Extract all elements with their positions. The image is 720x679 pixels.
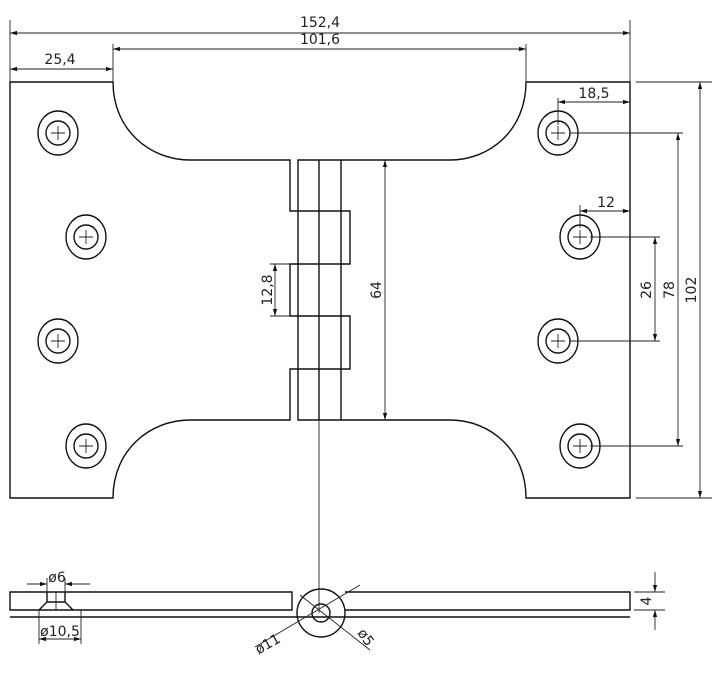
dim-label: ø10,5 (40, 624, 80, 640)
dim-hole-spacing-inner: 26 (639, 237, 658, 341)
dim-thickness: 4 (634, 572, 665, 630)
dim-label: 12,8 (260, 274, 276, 305)
screw-hole-icon (37, 110, 79, 156)
dim-label: 12 (597, 195, 615, 211)
dim-label: 78 (662, 281, 678, 299)
side-view-left-leaf (9, 591, 293, 611)
dim-label: 64 (369, 281, 385, 299)
leader-pin (299, 594, 371, 651)
screw-hole-icon (65, 214, 107, 260)
right-leaf-outline (297, 81, 631, 499)
knuckle-circle (296, 588, 346, 638)
leader-knuckle (254, 584, 361, 648)
side-view-right-leaf (345, 591, 631, 611)
dim-pin-diameter: ø5 (354, 626, 377, 649)
dim-label: 25,4 (44, 52, 75, 68)
dim-label: 152,4 (300, 15, 340, 31)
dim-label: ø6 (48, 570, 66, 586)
dim-knuckle-segment: 12,8 (260, 263, 290, 317)
screw-hole-icon (65, 423, 107, 469)
dim-hole-spacing-outer: 78 (662, 133, 681, 446)
dim-label: 101,6 (300, 32, 340, 48)
dim-leaf-edge: 25,4 (9, 52, 113, 72)
dim-label: 26 (639, 281, 655, 299)
dim-knuckle-height: 64 (369, 160, 388, 420)
dim-hole-edge-outer: 18,5 (557, 86, 630, 125)
screw-hole-icon (37, 318, 79, 364)
screw-holes (37, 110, 601, 469)
dim-overall-width: 152,4 (9, 15, 631, 82)
dim-label: 4 (639, 596, 655, 605)
dim-overall-height: 102 (684, 82, 703, 498)
dim-hole-edge-inner: 12 (579, 195, 630, 228)
dim-label: 18,5 (578, 86, 609, 102)
dim-cutout-width: 101,6 (112, 32, 527, 82)
dim-label: 102 (684, 277, 700, 304)
dim-countersink-diameter: ø10,5 (38, 610, 82, 644)
dim-knuckle-diameter: ø11 (253, 631, 284, 658)
dim-hole-diameter: ø6 (27, 570, 90, 592)
